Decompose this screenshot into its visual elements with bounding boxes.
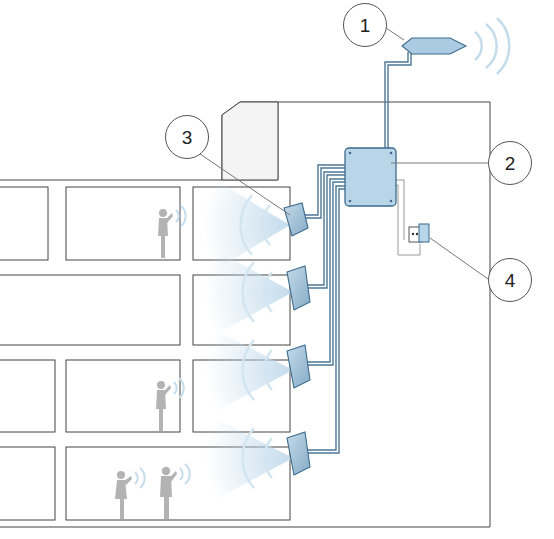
callout-number: 4 bbox=[505, 271, 516, 290]
callout-number: 1 bbox=[360, 16, 371, 35]
callout-circle: 1 bbox=[343, 3, 387, 47]
callout-circle: 3 bbox=[165, 115, 209, 159]
callout-circle: 4 bbox=[488, 258, 532, 302]
callout-number: 2 bbox=[505, 154, 516, 173]
callout-number: 3 bbox=[182, 128, 193, 147]
callout-circle: 2 bbox=[488, 141, 532, 185]
